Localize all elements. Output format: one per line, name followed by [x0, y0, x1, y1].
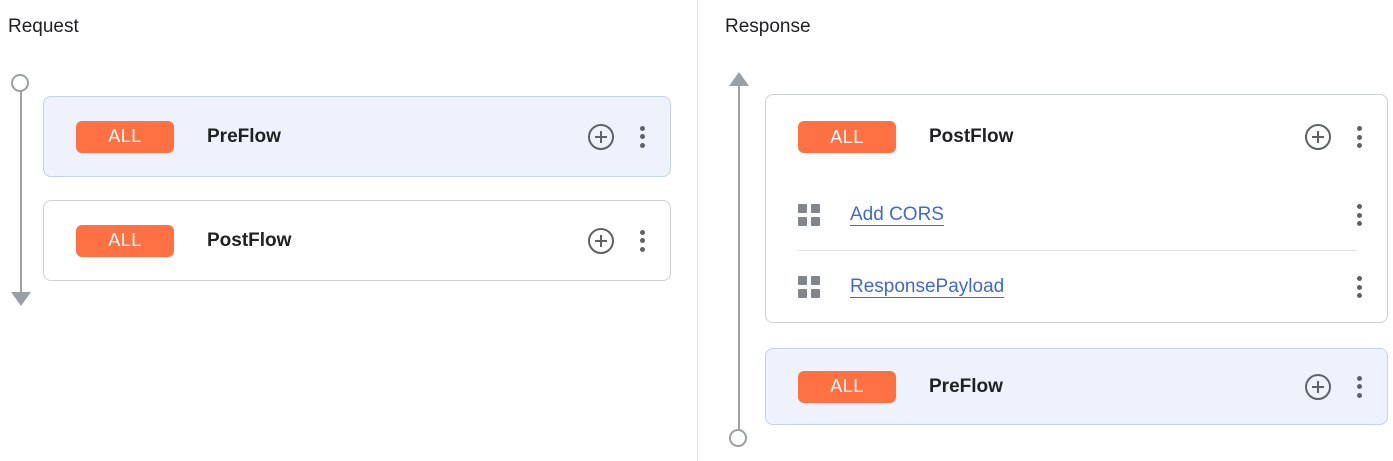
plus-circle-icon[interactable]: [588, 227, 614, 254]
add-policy-button[interactable]: [588, 227, 614, 254]
flow-name-label: PreFlow: [207, 125, 281, 147]
kebab-menu-icon[interactable]: [1349, 202, 1369, 228]
response-flow-connector: [729, 72, 749, 447]
add-policy-button[interactable]: [1305, 373, 1331, 400]
flow-card-header[interactable]: ALL PreFlow: [766, 349, 1387, 424]
flow-options-button[interactable]: [632, 124, 652, 150]
flow-name-label: PostFlow: [207, 229, 292, 251]
flow-name-label: PostFlow: [929, 126, 1014, 147]
policy-options-button[interactable]: [1349, 274, 1369, 300]
flow-card-header[interactable]: ALL PostFlow: [766, 95, 1387, 179]
kebab-menu-icon[interactable]: [1349, 124, 1369, 150]
flow-card-header[interactable]: ALL PreFlow: [44, 97, 670, 176]
flow-end-circle-icon: [729, 429, 747, 447]
request-flow-connector: [11, 74, 31, 306]
flow-card-request-postflow[interactable]: ALL PostFlow: [43, 200, 671, 281]
policy-link[interactable]: ResponsePayload: [850, 276, 1005, 297]
plus-circle-icon[interactable]: [1305, 373, 1331, 400]
grid-drag-icon[interactable]: [798, 276, 820, 298]
kebab-menu-icon[interactable]: [1349, 274, 1369, 300]
flow-card-request-preflow[interactable]: ALL PreFlow: [43, 96, 671, 177]
add-policy-button[interactable]: [588, 123, 614, 150]
policy-link[interactable]: Add CORS: [850, 204, 944, 225]
policy-row[interactable]: Add CORS: [766, 179, 1387, 251]
flow-connector-line: [20, 90, 22, 292]
policy-options-button[interactable]: [1349, 202, 1369, 228]
flow-card-response-postflow[interactable]: ALL PostFlow Add CORS ResponsePayload: [765, 94, 1388, 323]
method-badge: ALL: [76, 224, 174, 257]
plus-circle-icon[interactable]: [1305, 124, 1331, 150]
method-badge: ALL: [76, 120, 174, 153]
grid-drag-icon[interactable]: [798, 204, 820, 226]
response-panel-title: Response: [725, 16, 811, 37]
kebab-menu-icon[interactable]: [632, 124, 652, 150]
flow-connector-line: [738, 86, 740, 433]
flow-options-button[interactable]: [632, 228, 652, 254]
flow-name-label: PreFlow: [929, 375, 1003, 397]
flow-arrow-down-icon: [11, 292, 31, 306]
panel-divider: [697, 0, 698, 461]
policy-row-divider: [798, 250, 1357, 251]
add-policy-button[interactable]: [1305, 124, 1331, 150]
kebab-menu-icon[interactable]: [1349, 374, 1369, 400]
flow-options-button[interactable]: [1349, 374, 1369, 400]
plus-circle-icon[interactable]: [588, 123, 614, 150]
flow-options-button[interactable]: [1349, 124, 1369, 150]
flow-arrow-up-icon: [729, 72, 749, 86]
flow-card-response-preflow[interactable]: ALL PreFlow: [765, 348, 1388, 425]
kebab-menu-icon[interactable]: [632, 228, 652, 254]
method-badge: ALL: [798, 121, 896, 153]
method-badge: ALL: [798, 370, 896, 403]
request-panel-title: Request: [8, 16, 79, 37]
policy-row[interactable]: ResponsePayload: [766, 251, 1387, 323]
flow-card-header[interactable]: ALL PostFlow: [44, 201, 670, 280]
